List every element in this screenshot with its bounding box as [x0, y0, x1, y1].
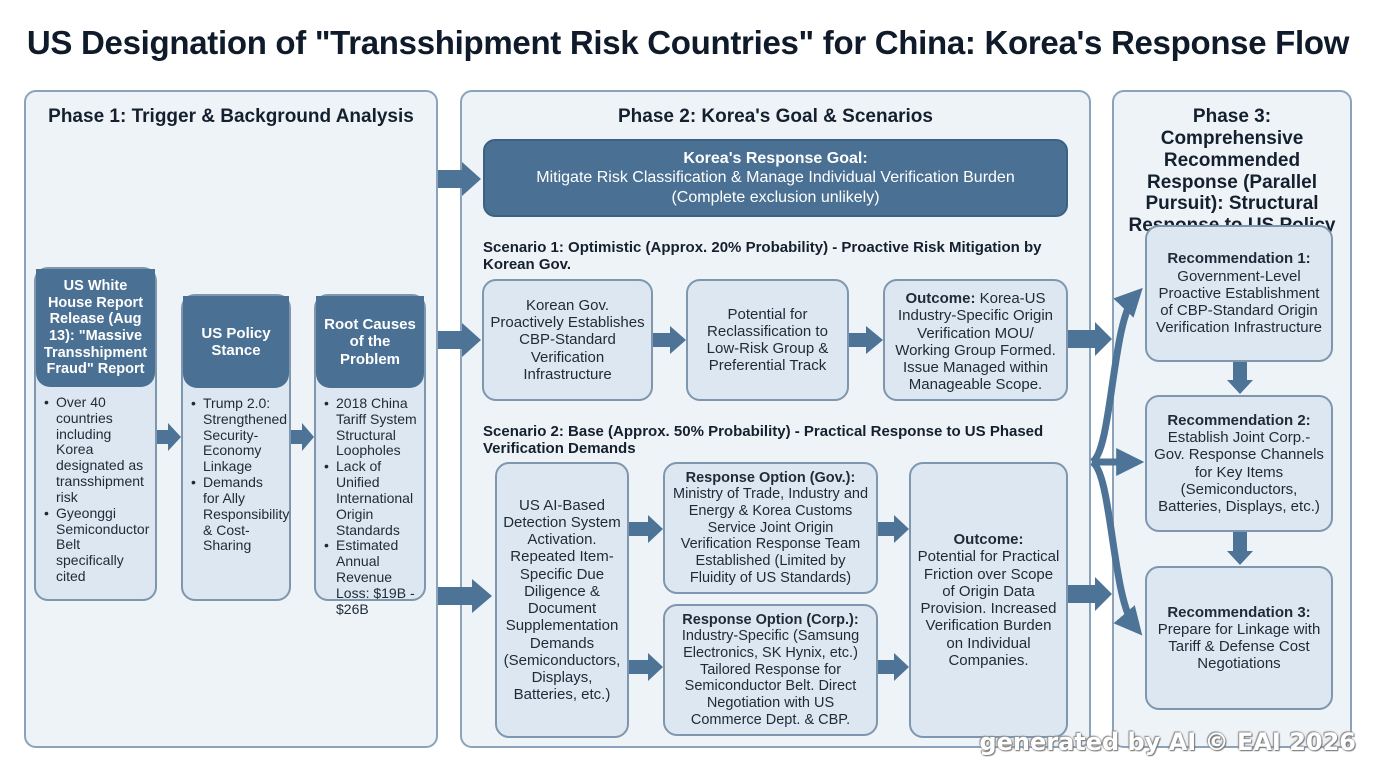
s2-ai-detection-node: US AI-Based Detection System Activation.… [495, 462, 629, 738]
bullet-item: Estimated Annual Revenue Loss: $19B - $2… [324, 537, 418, 617]
scenario1-title: Scenario 1: Optimistic (Approx. 20% Prob… [483, 239, 1042, 274]
s1-outcome-text: Korea-US Industry-Specific Origin Verifi… [895, 290, 1056, 394]
phase1-title: Phase 1: Trigger & Background Analysis [48, 106, 414, 127]
recommendation1-node: Recommendation 1: Government-Level Proac… [1145, 225, 1333, 362]
s1-outcome-label: Outcome: [905, 290, 976, 307]
white-house-report-bullets: Over 40 countries including Korea design… [36, 387, 155, 585]
s2-outcome-node: Outcome: Potential for Practical Frictio… [909, 462, 1068, 738]
fan-arrow-to-rec1 [1089, 287, 1143, 466]
watermark: generated by AI © EAI 2026 [979, 728, 1356, 756]
s2-gov-option-node: Response Option (Gov.): Ministry of Trad… [663, 462, 878, 594]
s2-corp-option-node: Response Option (Corp.): Industry-Specif… [663, 604, 878, 736]
rec3-text: Prepare for Linkage with Tariff & Defens… [1157, 620, 1321, 673]
goal-title: Korea's Response Goal: [683, 149, 868, 167]
goal-line1: Mitigate Risk Classification & Manage In… [536, 169, 1015, 187]
us-policy-stance-bullets: Trump 2.0: Strengthened Security-Economy… [183, 388, 289, 554]
block-arrows [157, 162, 1253, 681]
arrow-phase1-to-goal [438, 162, 481, 196]
s2-corp-option-text: Industry-Specific (Samsung Electronics, … [681, 628, 860, 728]
fan-arrow-to-rec3 [1089, 458, 1143, 636]
arrow-rec2-to-rec3 [1227, 532, 1253, 565]
bullet-item: Lack of Unified International Origin Sta… [324, 458, 418, 538]
arrow-card2-to-card3 [291, 423, 314, 451]
s2-outcome-label: Outcome: [953, 531, 1024, 548]
goal-line2: (Complete exclusion unlikely) [671, 188, 880, 206]
s1-outcome-node: Outcome: Korea-US Industry-Specific Orig… [883, 279, 1068, 401]
arrow-rec1-to-rec2 [1227, 362, 1253, 394]
korea-response-goal: Korea's Response Goal: Mitigate Risk Cla… [483, 139, 1068, 217]
root-causes-header: Root Causes of the Problem [316, 296, 424, 388]
arrow-card1-to-card2 [157, 423, 181, 451]
bullet-item: Over 40 countries including Korea design… [44, 394, 149, 506]
rec2-text: Establish Joint Corp.-Gov. Response Chan… [1154, 429, 1324, 515]
arrow-s2-to-phase3 [1068, 577, 1112, 611]
fan-arrows [1089, 287, 1145, 636]
page-title: US Designation of "Transshipment Risk Co… [26, 24, 1350, 61]
bullet-item: Demands for Ally Responsibility & Cost-S… [191, 474, 289, 554]
us-policy-stance-header: US Policy Stance [183, 296, 289, 388]
arrow-s2-trigger-to-corp [629, 653, 663, 681]
s2-gov-option-label: Response Option (Gov.): [685, 469, 856, 486]
s2-gov-option-text: Ministry of Trade, Industry and Energy &… [672, 486, 869, 586]
white-house-report-header: US White House Report Release (Aug 13): … [36, 269, 155, 387]
s1-reclassification-node: Potential for Reclassification to Low-Ri… [686, 279, 849, 401]
arrow-phase1-to-scenario1 [438, 323, 481, 357]
arrow-s1-step2-to-outcome [849, 326, 883, 354]
scenario2-title: Scenario 2: Base (Approx. 50% Probabilit… [483, 423, 1044, 458]
arrow-s1-step1-to-step2 [653, 326, 686, 354]
white-house-report-card: US White House Report Release (Aug 13): … [34, 267, 157, 601]
bullet-item: 2018 China Tariff System Structural Loop… [324, 395, 418, 459]
arrow-s2-corp-to-outcome [878, 653, 909, 681]
recommendation3-node: Recommendation 3: Prepare for Linkage wi… [1145, 566, 1333, 710]
rec2-label: Recommendation 2: [1167, 411, 1311, 429]
phase2-title: Phase 2: Korea's Goal & Scenarios [618, 106, 933, 127]
s2-corp-option-label: Response Option (Corp.): [682, 611, 859, 628]
s2-outcome-text: Potential for Practical Friction over Sc… [917, 548, 1060, 669]
arrow-s1-to-phase3 [1068, 322, 1112, 356]
recommendation2-node: Recommendation 2: Establish Joint Corp.-… [1145, 395, 1333, 532]
arrow-s2-trigger-to-gov [629, 515, 663, 543]
bullet-item: Gyeonggi Semiconductor Belt specifically… [44, 505, 149, 585]
root-causes-bullets: 2018 China Tariff System Structural Loop… [316, 388, 424, 617]
root-causes-card: Root Causes of the Problem 2018 China Ta… [314, 294, 426, 616]
arrow-s2-gov-to-outcome [878, 515, 909, 543]
arrow-phase1-to-scenario2 [438, 579, 492, 613]
s1-gov-infrastructure-node: Korean Gov. Proactively Establishes CBP-… [482, 279, 653, 401]
bullet-item: Trump 2.0: Strengthened Security-Economy… [191, 395, 287, 475]
us-policy-stance-card: US Policy Stance Trump 2.0: Strengthened… [181, 294, 291, 601]
rec1-text: Government-Level Proactive Establishment… [1156, 267, 1322, 337]
rec3-label: Recommendation 3: [1167, 603, 1311, 621]
rec1-label: Recommendation 1: [1167, 250, 1311, 268]
